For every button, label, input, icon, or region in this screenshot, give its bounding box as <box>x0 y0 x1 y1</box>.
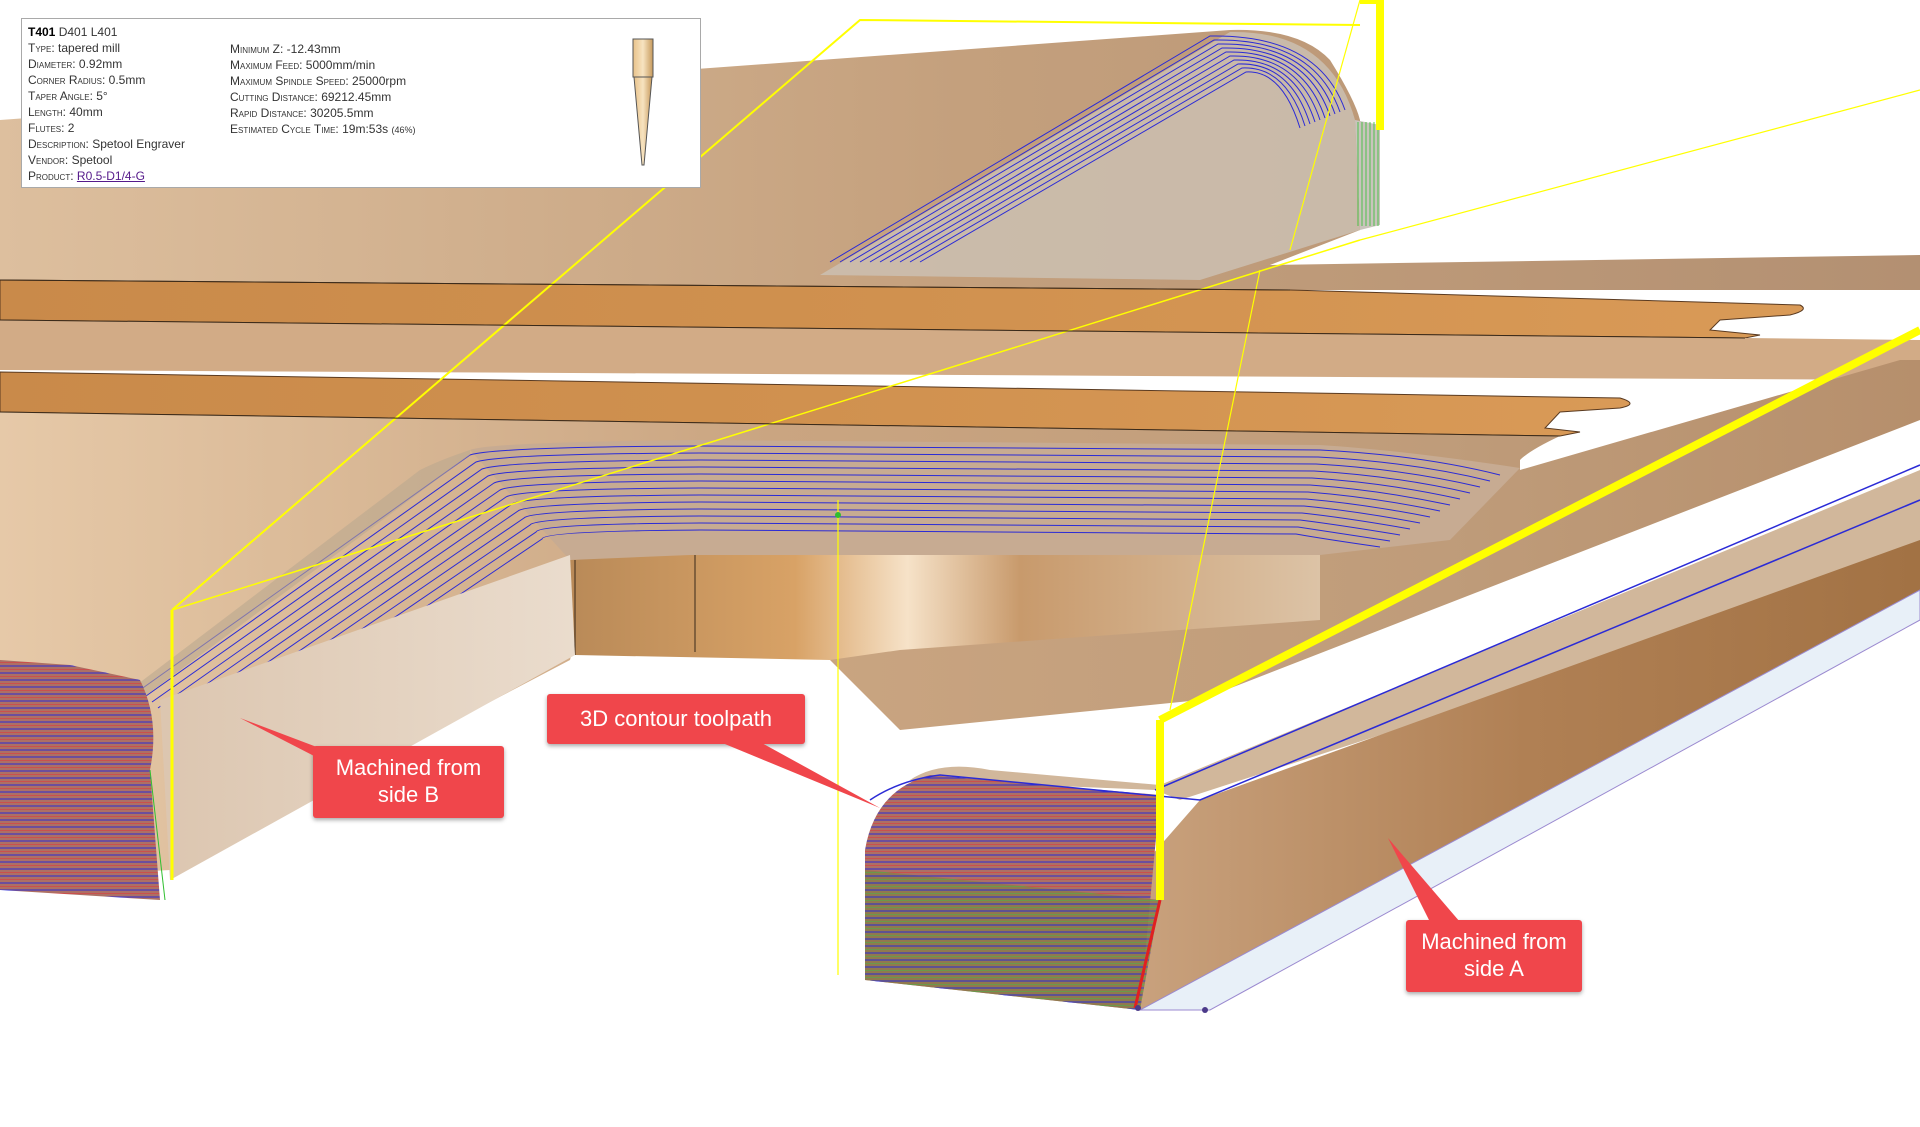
tool-product-row: Product: R0.5-D1/4-G <box>28 169 145 183</box>
right-arm-side-a <box>1130 540 1920 1010</box>
back-pocket-lead-lines <box>1357 122 1379 226</box>
u-pocket-toolpath <box>139 445 1501 763</box>
tool-info-right-column: Minimum Z: -12.43mm Maximum Feed: 5000mm… <box>230 41 415 137</box>
tool-length-row: Length: 40mm <box>28 105 103 119</box>
maximum-feed-row: Maximum Feed: 5000mm/min <box>230 58 376 72</box>
back-pocket-toolpath <box>829 35 1346 263</box>
callout-machined-side-a: Machined from side A <box>1406 920 1582 992</box>
callout-3d-contour-toolpath: 3D contour toolpath <box>547 694 805 744</box>
right-arm-front-lower <box>865 870 1160 1010</box>
tool-taper-angle-row: Taper Angle: 5° <box>28 89 108 103</box>
tool-vendor-row: Vendor: Spetool <box>28 153 113 167</box>
tool-info-panel: T401 D401 L401 Type: tapered mill Diamet… <box>21 18 701 188</box>
tool-description-row: Description: Spetool Engraver <box>28 137 185 151</box>
product-link[interactable]: R0.5-D1/4-G <box>76 169 145 183</box>
cutting-distance-row: Cutting Distance: 69212.45mm <box>230 90 392 104</box>
minimum-z-row: Minimum Z: -12.43mm <box>230 42 341 56</box>
rapid-distance-row: Rapid Distance: 30205.5mm <box>230 106 374 120</box>
estimated-cycle-time-row: Estimated Cycle Time: 19m:53s (46%) <box>230 122 416 136</box>
slot-2 <box>0 371 1631 437</box>
tool-diameter-row: Diameter: 0.92mm <box>28 57 123 71</box>
tool-type-row: Type: tapered mill <box>28 41 121 55</box>
tapered-mill-icon <box>632 38 654 166</box>
tool-info-left-column: T401 D401 L401 Type: tapered mill Diamet… <box>28 24 185 184</box>
tool-corner-radius-row: Corner Radius: 0.5mm <box>28 73 146 87</box>
left-arm-face <box>0 660 160 900</box>
slot-1 <box>0 279 1804 339</box>
u-pocket-wall <box>570 555 1320 660</box>
tool-flutes-row: Flutes: 2 <box>28 121 75 135</box>
u-pocket-floor <box>470 440 1520 560</box>
callout-machined-side-b: Machined from side B <box>313 746 504 818</box>
maximum-spindle-speed-row: Maximum Spindle Speed: 25000rpm <box>230 74 407 88</box>
plunge-move <box>1133 899 1162 1009</box>
tool-title: T401 D401 L401 <box>28 25 118 39</box>
rapid-moves <box>170 0 1920 975</box>
